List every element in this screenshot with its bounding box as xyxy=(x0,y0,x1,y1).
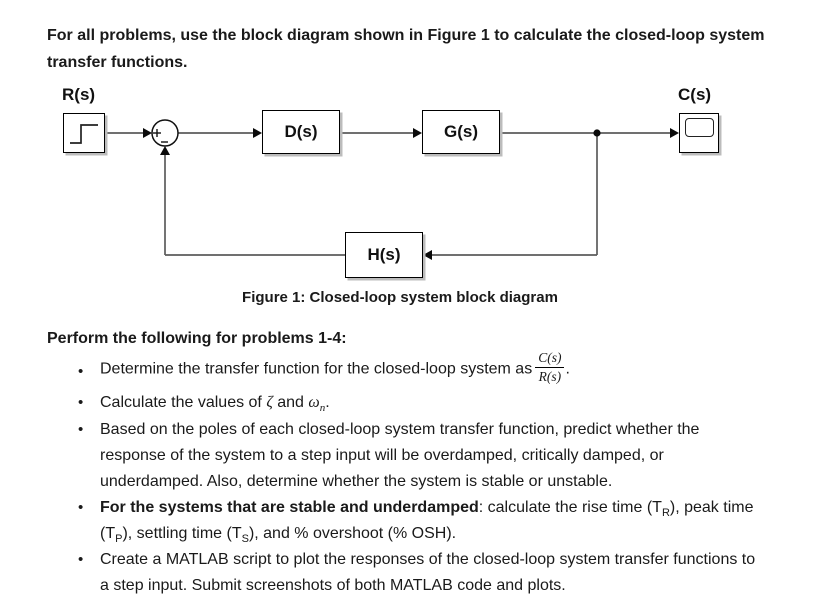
branch-point-dot xyxy=(593,129,601,137)
bullet-text: Calculate the values of ζ and ωn. xyxy=(100,390,760,416)
arrowhead-into-controller xyxy=(253,128,262,138)
arrowhead-into-scope xyxy=(670,128,679,138)
bullet-marker: • xyxy=(78,421,84,438)
task-bullet-time-metrics: • For the systems that are stable and un… xyxy=(78,495,760,547)
rise-time-subscript: R xyxy=(661,507,670,520)
bullet2-pre: Calculate the values of xyxy=(100,394,267,411)
arrowhead-into-sum-bottom xyxy=(160,146,170,155)
task-bullet-transfer-function: • Determine the transfer function for th… xyxy=(78,350,760,392)
bullet2-mid: and xyxy=(272,394,309,411)
step-input-icon xyxy=(69,123,98,144)
task-bullet-matlab: • Create a MATLAB script to plot the res… xyxy=(78,547,760,599)
sum-signs xyxy=(153,129,168,143)
bullet1-pre: Determine the transfer function for the … xyxy=(100,360,533,378)
plant-block: G(s) xyxy=(422,110,500,154)
omega-symbol: ωn xyxy=(308,394,326,415)
plant-block-label: G(s) xyxy=(444,122,478,141)
settling-time-subscript: S xyxy=(241,533,249,546)
bullet2-post: . xyxy=(325,394,330,411)
omega-glyph: ω xyxy=(308,394,320,411)
step-input-block xyxy=(63,113,105,153)
bullet4-t2: ), peak time (T xyxy=(100,499,754,542)
figure-caption: Figure 1: Closed-loop system block diagr… xyxy=(242,289,558,306)
task-bullet-poles-damping: • Based on the poles of each closed-loop… xyxy=(78,417,760,495)
bullet-marker: • xyxy=(78,499,84,516)
scope-block xyxy=(679,113,719,153)
task-bullet-zeta-omega: • Calculate the values of ζ and ωn. xyxy=(78,390,760,416)
controller-block-label: D(s) xyxy=(284,122,318,141)
intro-paragraph: For all problems, use the block diagram … xyxy=(47,27,765,71)
bullet-marker: • xyxy=(78,363,84,380)
feedback-block-label: H(s) xyxy=(367,245,401,264)
document-page: { "intro": "For all problems, use the bl… xyxy=(0,27,822,594)
omega-subscript: n xyxy=(319,402,326,415)
arrowhead-into-feedback xyxy=(423,250,432,260)
bullet-text: For the systems that are stable and unde… xyxy=(100,495,760,547)
transfer-function-fraction: C(s)R(s) xyxy=(535,350,565,384)
bullet-text: Determine the transfer function for the … xyxy=(100,350,760,392)
output-signal-label: C(s) xyxy=(678,85,712,104)
fraction-numerator: C(s) xyxy=(535,350,565,368)
bullet4-bold-lead: For the systems that are stable and unde… xyxy=(100,499,479,516)
block-diagram: R(s) C(s) D(s) G(s) H(s) xyxy=(0,85,822,290)
bullet-marker: • xyxy=(78,551,84,568)
arrowheads xyxy=(143,128,679,260)
bullet-marker: • xyxy=(78,394,84,411)
arrowhead-into-sum xyxy=(143,128,152,138)
bullet1-post: . xyxy=(565,360,570,378)
arrowhead-into-plant xyxy=(413,128,422,138)
summing-junction xyxy=(151,119,179,147)
bullet4-t3: ), settling time (T xyxy=(122,525,242,542)
diagram-wires xyxy=(105,119,679,260)
input-signal-label: R(s) xyxy=(62,85,96,104)
bullet-text: Based on the poles of each closed-loop s… xyxy=(100,421,700,490)
bullet-text: Create a MATLAB script to plot the respo… xyxy=(100,551,756,594)
zeta-symbol: ζ xyxy=(266,394,273,411)
peak-time-subscript: P xyxy=(115,533,123,546)
scope-icon xyxy=(684,118,714,137)
feedback-block: H(s) xyxy=(345,232,423,278)
controller-block: D(s) xyxy=(262,110,340,154)
fraction-denominator: R(s) xyxy=(538,368,562,384)
bullet4-t4: ), and % overshoot (% OSH). xyxy=(248,525,457,542)
bullet4-t1: : calculate the rise time (T xyxy=(478,499,662,516)
tasks-heading: Perform the following for problems 1-4: xyxy=(47,330,347,347)
connection-lines xyxy=(105,132,671,256)
